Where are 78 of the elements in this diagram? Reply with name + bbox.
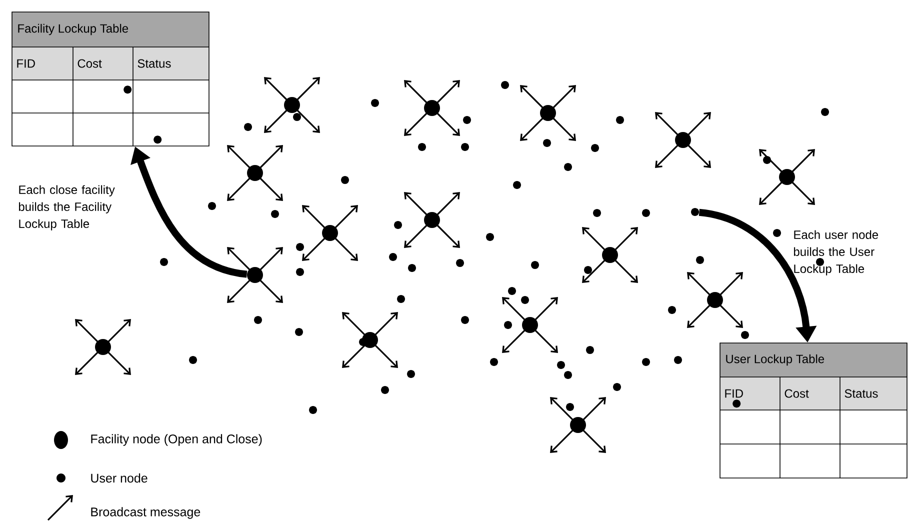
user-node-dot	[668, 306, 676, 314]
user-node-dot	[486, 233, 494, 241]
user-node-dot	[504, 321, 512, 329]
user-node-dot	[244, 123, 252, 131]
user-node-dot	[591, 144, 599, 152]
user-node-dot	[696, 256, 704, 264]
user-node-dot	[463, 116, 471, 124]
user-node-dot	[691, 208, 699, 216]
user-node-dot	[295, 328, 303, 336]
user-node-dot	[513, 181, 521, 189]
user-node-dot	[296, 268, 304, 276]
facility-node-dot	[284, 97, 300, 113]
user-node-dot	[124, 86, 132, 94]
user-node-dot	[309, 406, 317, 414]
legend-label: Facility node (Open and Close)	[91, 434, 262, 446]
user-node-dot	[642, 209, 650, 217]
facility-node-dot	[779, 169, 795, 185]
facility-node-dot	[602, 247, 618, 263]
user-node-dot	[254, 316, 262, 324]
facility-node-dot	[570, 417, 586, 433]
facility-node-dot	[95, 339, 111, 355]
user-node-dot	[189, 356, 197, 364]
user-node-dot	[521, 296, 529, 304]
user-node-dot	[341, 176, 349, 184]
user-node-dot	[763, 156, 771, 164]
user-node-dot	[564, 371, 572, 379]
user-node-dot	[816, 258, 824, 266]
facility-node-dot	[540, 105, 556, 121]
user-node-dot	[397, 295, 405, 303]
user-node-dot	[821, 108, 829, 116]
facility-node-dot	[424, 212, 440, 228]
user-node-dot	[501, 81, 509, 89]
user-node-dot	[407, 370, 415, 378]
user-node-dot	[616, 116, 624, 124]
user-node-dot	[557, 361, 565, 369]
facility-node-dot	[675, 132, 691, 148]
user-node-dot	[543, 139, 551, 147]
user-node-dot	[208, 202, 216, 210]
facility-node-dot	[707, 292, 723, 308]
user-node-dot	[564, 163, 572, 171]
user-node-dot	[293, 113, 301, 121]
user-node-dot	[508, 287, 516, 295]
user-node-dot	[160, 258, 168, 266]
user-node-dot	[773, 229, 781, 237]
user-node-dot	[418, 143, 426, 151]
user-node-dot	[389, 253, 397, 261]
user-node-dot	[456, 259, 464, 267]
user-node-dot	[381, 386, 389, 394]
user-node-dot	[296, 243, 304, 251]
facility-node-dot	[247, 267, 263, 283]
facility-node-dot	[522, 317, 538, 333]
user-node-dot	[642, 358, 650, 366]
user-node-dot	[566, 403, 574, 411]
user-node-dot	[613, 383, 621, 391]
user-node-dot	[461, 316, 469, 324]
facility-node-dot	[322, 225, 338, 241]
user-node-dot	[394, 221, 402, 229]
legend-label: Broadcast message	[91, 507, 200, 519]
facility-node-dot	[424, 100, 440, 116]
user-node-dot	[741, 331, 749, 339]
lookup-table: User Lockup Table FID Cost Status	[720, 342, 908, 478]
user-node-dot	[674, 356, 682, 364]
user-node-dot	[408, 264, 416, 272]
edge-label: Each user node builds the User Lockup Table	[794, 230, 878, 276]
user-node-dot	[732, 400, 741, 408]
user-node-dot	[531, 261, 539, 269]
legend-label: User node	[91, 473, 148, 483]
lookup-table: Facility Lockup Table FID Cost Status	[12, 12, 210, 146]
user-node-dot	[461, 143, 469, 151]
facility-node-dot	[247, 165, 263, 181]
user-node-dot	[271, 210, 279, 218]
edge-label: Each close facility builds the Facility Lockup Table	[18, 185, 115, 230]
user-node-dot	[593, 209, 601, 217]
user-node-dot	[586, 346, 594, 354]
user-node-dot	[584, 266, 592, 274]
user-node-dot	[154, 136, 162, 144]
user-node-dot	[490, 358, 498, 366]
user-node-dot	[371, 99, 379, 107]
